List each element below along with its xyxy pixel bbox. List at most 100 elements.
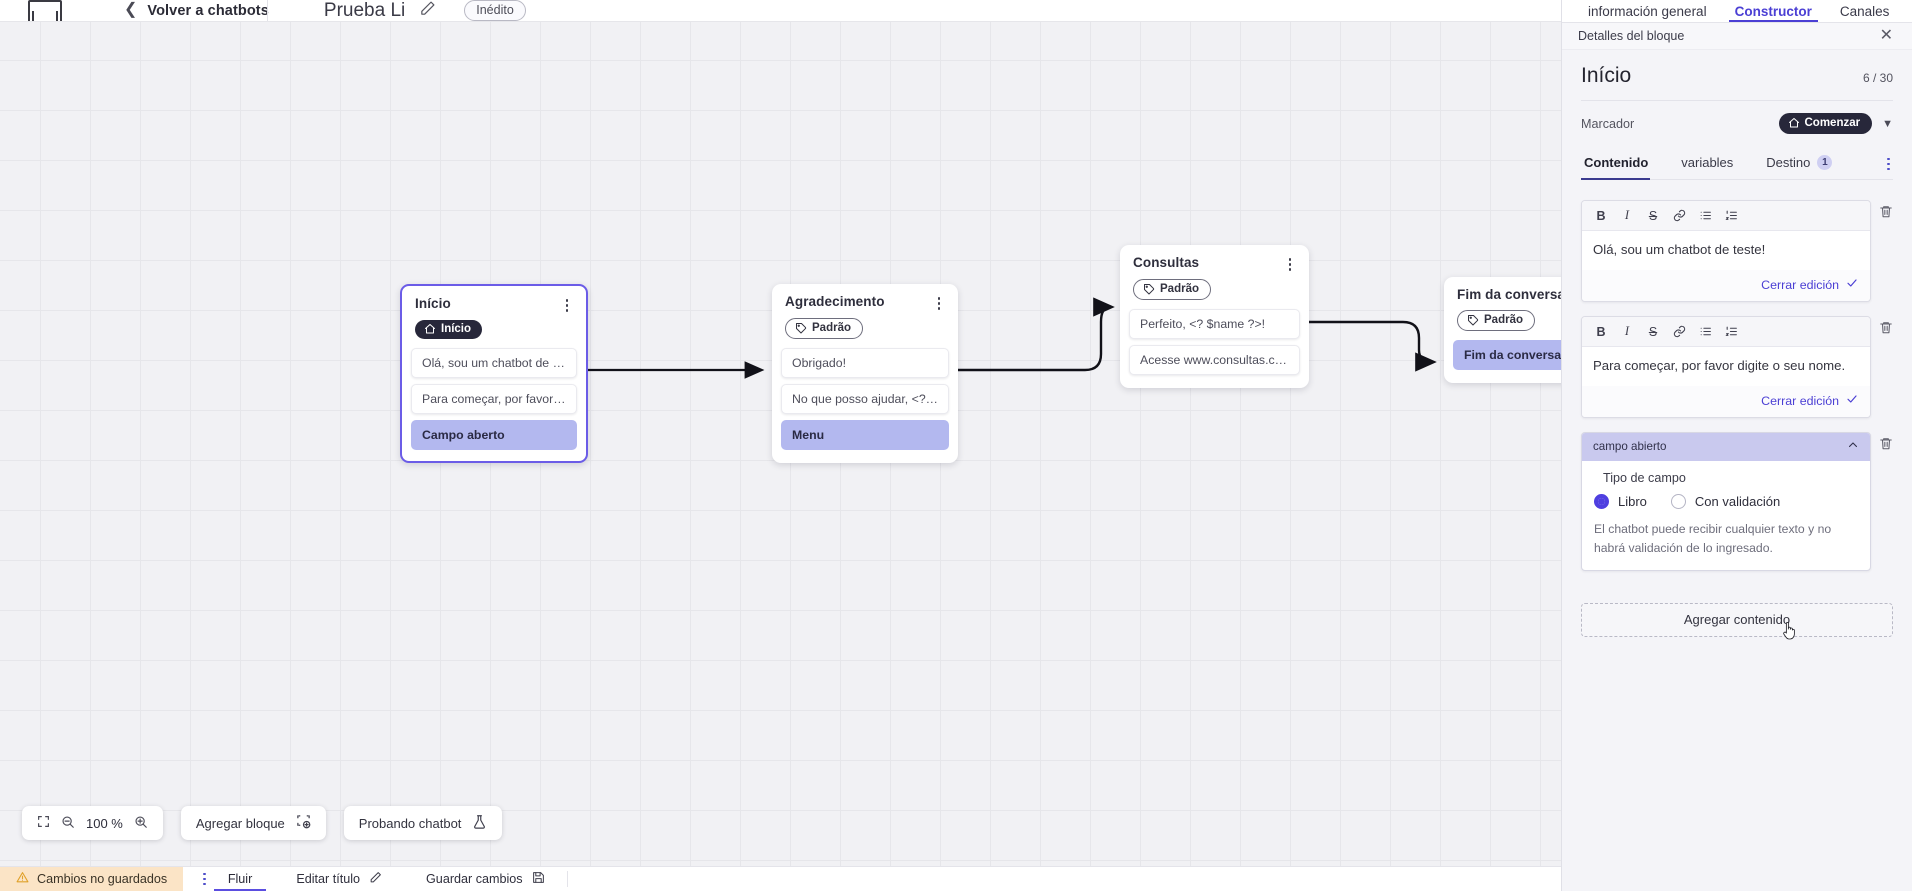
- node-row[interactable]: Olá, sou um chatbot de teste!: [411, 347, 577, 378]
- strikethrough-icon[interactable]: S: [1648, 324, 1658, 339]
- tab-informacion-general[interactable]: información general: [1588, 3, 1707, 19]
- add-content-button[interactable]: Agregar contenido: [1581, 602, 1893, 640]
- node-row[interactable]: Para começar, por favor digite o ...: [411, 383, 577, 414]
- link-icon[interactable]: [1666, 322, 1692, 341]
- node-row[interactable]: Fim da conversa: [1453, 340, 1561, 370]
- status-tab-fluir[interactable]: Fluir: [206, 867, 275, 891]
- subtab-destino-label: Destino: [1766, 155, 1811, 170]
- subtab-variables-label: variables: [1681, 155, 1734, 170]
- check-icon: [1846, 277, 1858, 292]
- zoom-in-icon[interactable]: [134, 815, 148, 832]
- subtab-variables[interactable]: variables: [1678, 149, 1749, 179]
- open-field-title: campo abierto: [1593, 440, 1667, 454]
- node-body: Obrigado! No que posso ajudar, <? $name …: [772, 347, 958, 450]
- subtab-destino[interactable]: Destino 1: [1763, 149, 1848, 179]
- node-body: Olá, sou um chatbot de teste! Para começ…: [402, 347, 586, 450]
- trash-icon[interactable]: [1879, 200, 1893, 222]
- trash-icon[interactable]: [1879, 316, 1893, 338]
- status-divider: [566, 871, 568, 887]
- test-chatbot-button[interactable]: Probando chatbot: [343, 806, 503, 840]
- node-row[interactable]: Obrigado!: [781, 347, 949, 378]
- zoom-out-icon[interactable]: [61, 815, 75, 832]
- status-tab-fluir-label: Fluir: [227, 872, 253, 886]
- top-bar-divider: [267, 0, 268, 21]
- flow-node-fim-da-conversa[interactable]: Fim da conversa Padrão Fim da conversa: [1444, 277, 1561, 383]
- numbered-list-icon[interactable]: [1718, 206, 1744, 225]
- marker-pill-label: Comenzar: [1804, 117, 1861, 129]
- pencil-icon[interactable]: [419, 0, 436, 21]
- link-icon[interactable]: [1666, 206, 1692, 225]
- node-title: Agradecimento: [785, 294, 885, 309]
- chevron-down-icon[interactable]: ▼: [1882, 117, 1893, 130]
- field-help-text: El chatbot puede recibir cualquier texto…: [1594, 522, 1832, 555]
- logo-icon[interactable]: [28, 0, 62, 21]
- zoom-controls[interactable]: 100 %: [22, 806, 163, 840]
- node-tag-label: Padrão: [1160, 282, 1199, 295]
- close-edit-label: Cerrar edición: [1761, 393, 1839, 408]
- flow-node-agradecimento[interactable]: Agradecimento Padrão Obrigado! No que po…: [772, 284, 958, 463]
- node-title: Consultas: [1133, 255, 1200, 270]
- tab-constructor[interactable]: Constructor: [1721, 0, 1826, 22]
- subtabs-more-icon[interactable]: [1887, 155, 1893, 172]
- tab-canales[interactable]: Canales: [1839, 3, 1890, 19]
- bold-icon[interactable]: B: [1596, 208, 1606, 223]
- logo-inner-shape: [32, 10, 58, 21]
- italic-icon[interactable]: I: [1624, 324, 1630, 339]
- bold-icon[interactable]: B: [1596, 324, 1606, 339]
- back-chevron-icon[interactable]: ❮: [124, 0, 138, 18]
- node-row[interactable]: Perfeito, <? $name ?>!: [1129, 308, 1300, 339]
- open-field-header[interactable]: campo abierto: [1582, 433, 1870, 462]
- node-menu-icon[interactable]: [1283, 255, 1297, 271]
- radio-libro[interactable]: Libro: [1594, 494, 1647, 510]
- close-edit-1[interactable]: Cerrar edición: [1582, 270, 1870, 302]
- save-changes-button[interactable]: Guardar cambios: [404, 867, 567, 891]
- radio-con-validacion[interactable]: Con validación: [1670, 494, 1780, 510]
- strikethrough-icon[interactable]: S: [1648, 208, 1658, 223]
- marker-label: Marcador: [1581, 116, 1635, 131]
- editor-text-2[interactable]: Para começar, por favor digite o seu nom…: [1582, 347, 1870, 387]
- flask-icon: [472, 814, 487, 833]
- trash-icon[interactable]: [1879, 432, 1893, 454]
- node-header: Início: [402, 286, 586, 312]
- edit-title-button[interactable]: Editar título: [274, 867, 404, 891]
- italic-icon[interactable]: I: [1624, 208, 1630, 222]
- node-row[interactable]: No que posso ajudar, <? $name ...: [781, 383, 949, 414]
- node-tag-label: Padrão: [812, 321, 851, 334]
- node-row[interactable]: Menu: [781, 419, 949, 450]
- flow-node-consultas[interactable]: Consultas Padrão Perfeito, <? $name ?>! …: [1120, 245, 1309, 388]
- node-tag-default: Padrão: [1457, 310, 1535, 331]
- back-to-chatbots-link[interactable]: Volver a chatbots: [147, 2, 269, 19]
- status-more-icon[interactable]: [183, 867, 206, 891]
- bullet-list-icon[interactable]: [1692, 322, 1718, 341]
- save-changes-label: Guardar cambios: [426, 872, 523, 886]
- marker-controls: Comenzar ▼: [1778, 113, 1893, 134]
- close-icon[interactable]: ✕: [1879, 27, 1893, 44]
- home-icon: [425, 323, 435, 334]
- node-menu-icon[interactable]: [932, 294, 946, 310]
- node-body: Perfeito, <? $name ?>! Acesse www.consul…: [1120, 308, 1309, 375]
- right-panel: información general Constructor Canales …: [1561, 0, 1912, 891]
- add-block-button[interactable]: Agregar bloque: [180, 806, 326, 840]
- numbered-list-icon[interactable]: [1718, 322, 1744, 341]
- node-tag-default: Padrão: [1133, 278, 1211, 300]
- flow-canvas[interactable]: Início Início Olá, sou um chatbot de tes…: [0, 22, 1561, 866]
- node-row[interactable]: Acesse www.consultas.com par...: [1129, 344, 1300, 375]
- node-body: Fim da conversa: [1444, 339, 1561, 370]
- subtab-contenido[interactable]: Contenido: [1581, 149, 1664, 180]
- close-edit-2[interactable]: Cerrar edición: [1582, 386, 1870, 418]
- editor-text-1[interactable]: Olá, sou um chatbot de teste!: [1582, 231, 1870, 271]
- tag-icon: [1468, 315, 1479, 326]
- radio-libro-label: Libro: [1618, 494, 1647, 510]
- node-menu-icon[interactable]: [560, 296, 574, 312]
- block-title-row: Início 6 / 30: [1581, 50, 1893, 101]
- rich-text-editor-1[interactable]: B I S Olá, sou um chatbot de teste!: [1581, 200, 1871, 303]
- bullet-list-icon[interactable]: [1692, 206, 1718, 225]
- flow-node-inicio[interactable]: Início Início Olá, sou um chatbot de tes…: [400, 284, 588, 463]
- chevron-up-icon[interactable]: [1847, 439, 1859, 454]
- rich-text-editor-2[interactable]: B I S Para começar, por favor digite o s…: [1581, 316, 1871, 419]
- panel-body: Início 6 / 30 Marcador Comenzar ▼ Conten…: [1562, 50, 1912, 891]
- fit-screen-icon[interactable]: [37, 815, 50, 831]
- marker-pill-comenzar[interactable]: Comenzar: [1778, 113, 1873, 134]
- open-field-card[interactable]: campo abierto Tipo de campo Libro: [1581, 432, 1871, 571]
- node-row[interactable]: Campo aberto: [411, 419, 577, 450]
